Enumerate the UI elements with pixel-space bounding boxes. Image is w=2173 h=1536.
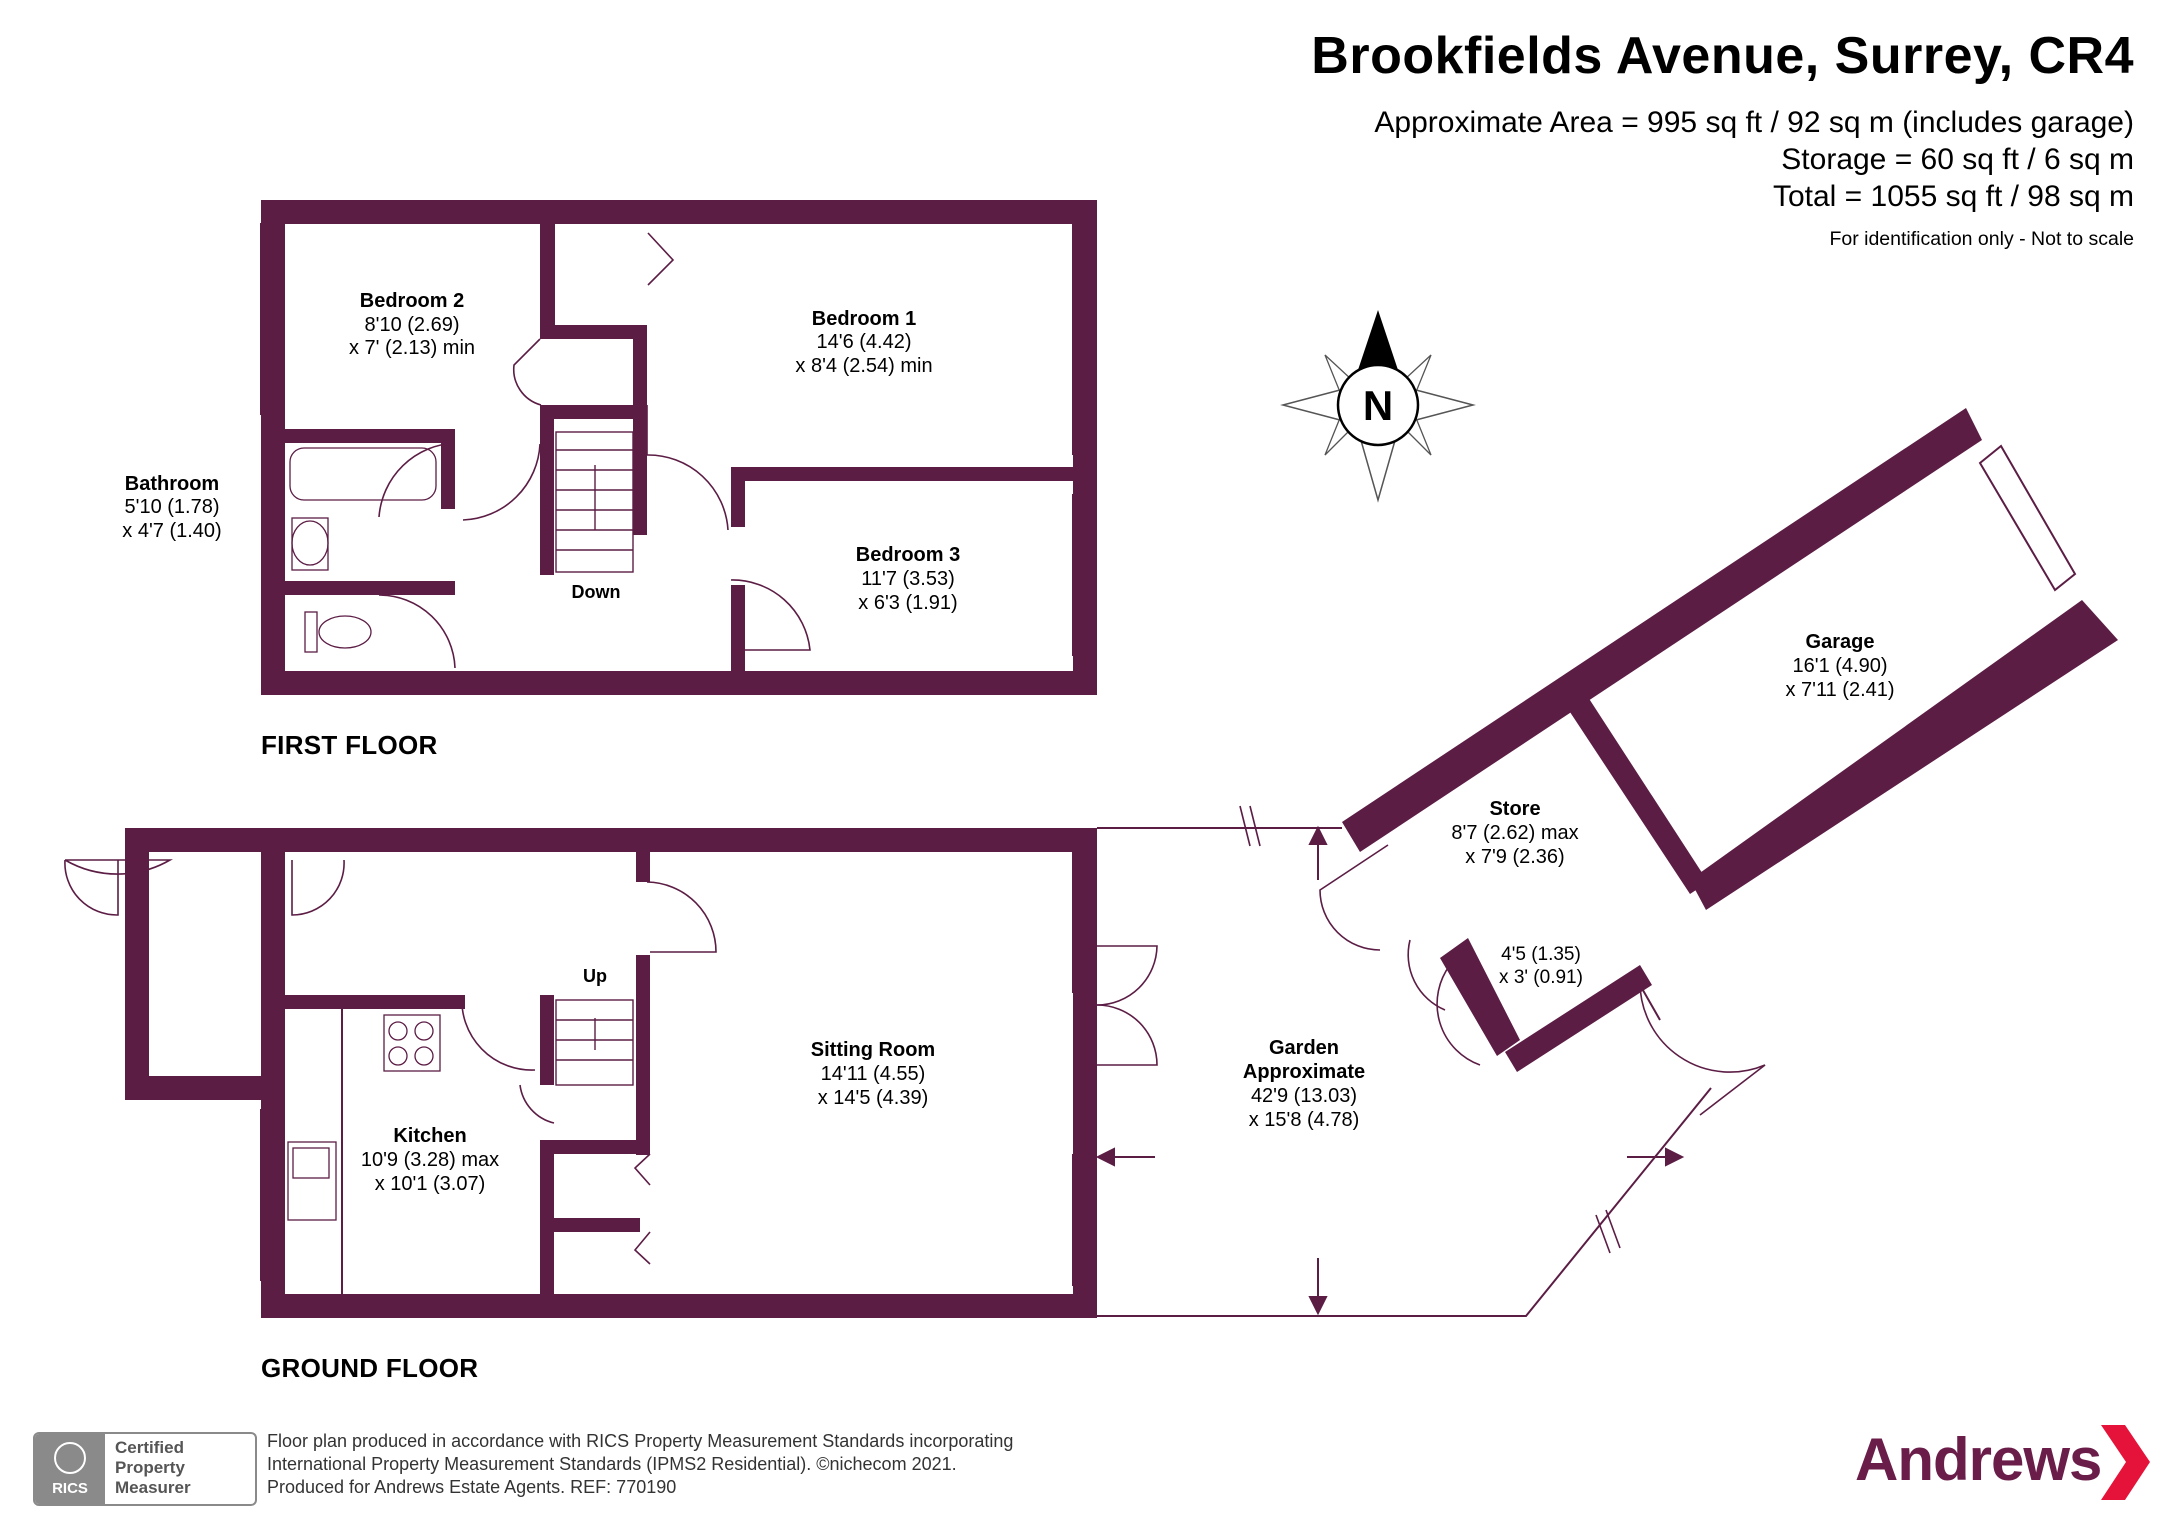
bathroom-dim2: x 4'7 (1.40) (122, 520, 221, 542)
scale-disclaimer: For identification only - Not to scale (1829, 228, 2134, 250)
sitting-room-dim2: x 14'5 (4.39) (818, 1087, 929, 1109)
rics-badge-line1: Certified (115, 1438, 184, 1457)
garage-dim1: 16'1 (4.90) (1793, 655, 1888, 677)
outline-lines (260, 223, 2077, 1317)
garage-name: Garage (1806, 631, 1875, 653)
bedroom1-name: Bedroom 1 (812, 308, 916, 330)
bedroom2-dim2: x 7' (2.13) min (349, 337, 475, 359)
sitting-room-name: Sitting Room (811, 1039, 935, 1061)
garden-name2: Approximate (1243, 1061, 1365, 1083)
stairs (555, 431, 634, 1086)
bedroom3-dim1: 11'7 (3.53) (861, 568, 955, 590)
rics-badge-line3: Measurer (115, 1478, 191, 1497)
sitting-room-dim1: 14'11 (4.55) (821, 1063, 926, 1085)
store-dim1: 8'7 (2.62) max (1451, 822, 1578, 844)
stairs-up-label: Up (583, 966, 607, 986)
bedroom3-name: Bedroom 3 (856, 544, 960, 566)
store-small-dim2: x 3' (0.91) (1499, 967, 1583, 988)
rics-badge-text: Certified Property Measurer (115, 1438, 191, 1498)
bathroom-name: Bathroom (125, 473, 219, 495)
ground-floor-label: GROUND FLOOR (261, 1353, 479, 1383)
first-floor-walls (261, 200, 1097, 695)
garden-dim1: 42'9 (13.03) (1251, 1085, 1357, 1107)
first-floor-label: FIRST FLOOR (261, 730, 438, 760)
footer-line3: Produced for Andrews Estate Agents. REF:… (267, 1477, 677, 1497)
fixtures (287, 447, 441, 1221)
door-swings (64, 232, 1766, 1265)
garden-arrows (1095, 825, 1685, 1316)
stairs-down-label: Down (572, 582, 621, 602)
kitchen-dim1: 10'9 (3.28) max (361, 1149, 499, 1171)
footer-notes: Floor plan produced in accordance with R… (267, 1430, 1013, 1499)
bedroom2-name: Bedroom 2 (360, 290, 464, 312)
rics-logo: RICS (35, 1434, 105, 1504)
rics-certified-badge: RICS Certified Property Measurer (33, 1432, 257, 1506)
approximate-area: Approximate Area = 995 sq ft / 92 sq m (… (1374, 106, 2134, 139)
garden-dim2: x 15'8 (4.78) (1249, 1109, 1360, 1131)
kitchen-name: Kitchen (393, 1125, 466, 1147)
rics-emblem-icon (54, 1442, 86, 1474)
gate-marks (1239, 805, 1621, 1254)
property-title: Brookfields Avenue, Surrey, CR4 (1311, 27, 2134, 85)
footer-line2: International Property Measurement Stand… (267, 1454, 957, 1474)
garage-dim2: x 7'11 (2.41) (1785, 679, 1894, 701)
bedroom1-dim1: 14'6 (4.42) (817, 331, 912, 353)
bathroom-dim1: 5'10 (1.78) (125, 496, 220, 518)
rics-badge-line2: Property (115, 1458, 185, 1477)
compass-north-label: N (1363, 382, 1393, 429)
kitchen-dim2: x 10'1 (3.07) (375, 1173, 486, 1195)
total-area: Total = 1055 sq ft / 98 sq m (1772, 180, 2134, 213)
store-name: Store (1489, 798, 1540, 820)
ground-floor-walls (125, 828, 1097, 1318)
andrews-logo: Andrews (1855, 1426, 2102, 1493)
rics-word: RICS (52, 1480, 88, 1497)
compass-rose-icon (1280, 310, 1476, 503)
bedroom1-dim2: x 8'4 (2.54) min (795, 355, 932, 377)
garage-walls (1342, 408, 2118, 1072)
footer-line1: Floor plan produced in accordance with R… (267, 1431, 1014, 1451)
bedroom2-dim1: 8'10 (2.69) (365, 314, 460, 336)
storage-area: Storage = 60 sq ft / 6 sq m (1781, 143, 2134, 176)
bedroom3-dim2: x 6'3 (1.91) (858, 592, 957, 614)
garden-name: Garden (1269, 1037, 1339, 1059)
brand-arrow-icon (2101, 1425, 2150, 1500)
store-small-dim1: 4'5 (1.35) (1501, 944, 1581, 965)
room-labels: N Bedroom 2 8'10 (2.69) x 7' (2.13) min … (122, 290, 1894, 1195)
store-dim2: x 7'9 (2.36) (1465, 846, 1564, 868)
